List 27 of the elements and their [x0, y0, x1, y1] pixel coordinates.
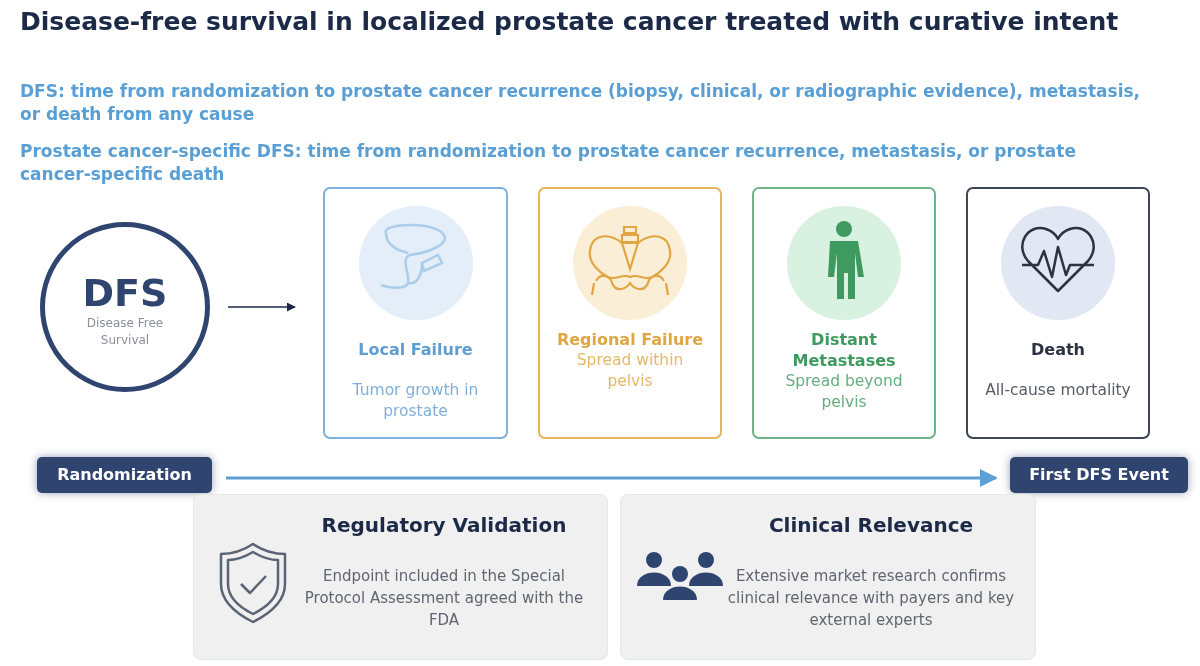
definition-text: Prostate cancer-specific DFS: time from randomization to prostate cancer recurrence, metastasis, or prostate cancer-specific death	[20, 140, 1077, 186]
arrow	[227, 302, 296, 312]
category-card	[538, 187, 722, 439]
heading: DFS	[82, 271, 168, 315]
card-title: Death	[1030, 339, 1086, 360]
card-description: Tumor growth in prostate	[351, 380, 480, 422]
subtitle: Disease Free Survival	[85, 315, 165, 349]
title: Disease-free survival in localized prostate cancer treated with curative intent	[20, 6, 1120, 37]
arrow	[226, 469, 998, 487]
timeline-label: First DFS Event	[1010, 457, 1188, 493]
card-description: Spread beyond pelvis	[784, 371, 904, 413]
panel-description: Extensive market research confirms clinical relevance with payers and key external experts	[726, 566, 1016, 631]
definition-text: DFS: time from randomization to prostate cancer recurrence (biopsy, clinical, or radiographic evidence), metastasis, or death from any cause	[20, 80, 1142, 126]
panel-title: Regulatory Validation	[320, 512, 568, 539]
card-title: Regional Failure	[555, 329, 705, 350]
category-card	[966, 187, 1150, 439]
info-panel	[193, 494, 608, 660]
timeline-label: Randomization	[37, 457, 212, 493]
info-panel	[620, 494, 1036, 660]
card-title: Distant Metastases	[791, 329, 897, 371]
card-description: All-cause mortality	[984, 380, 1132, 401]
category-card	[752, 187, 936, 439]
category-card	[323, 187, 508, 439]
card-title: Local Failure	[357, 339, 474, 360]
panel-description: Endpoint included in the Special Protocol Assessment agreed with the FDA	[303, 566, 585, 631]
card-description: Spread within pelvis	[575, 350, 685, 392]
panel-title: Clinical Relevance	[767, 512, 975, 539]
